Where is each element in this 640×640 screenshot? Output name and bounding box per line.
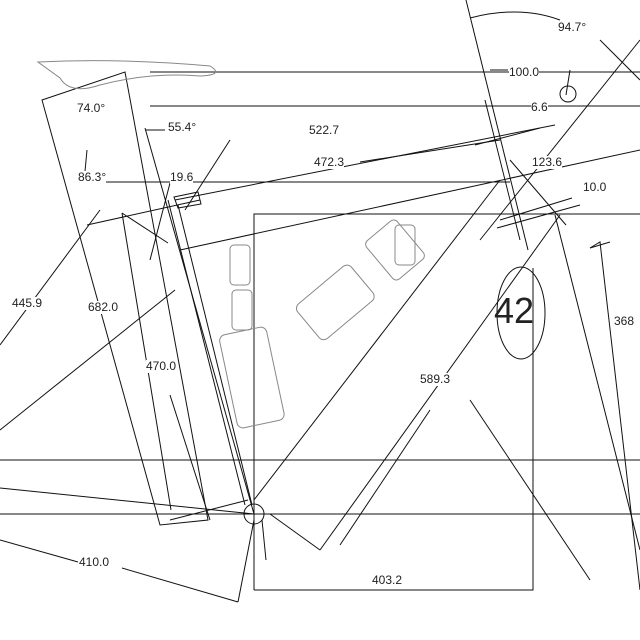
fork-length-label: 368 bbox=[614, 314, 635, 328]
seat-tube-length-label: 470.0 bbox=[146, 359, 177, 373]
top-tube-label: 472.3 bbox=[314, 155, 345, 169]
spacer-label: 6.6 bbox=[531, 100, 548, 114]
down-tube bbox=[253, 179, 501, 501]
saddle-outline bbox=[36, 60, 217, 90]
seat-height-label: 682.0 bbox=[88, 300, 119, 314]
down-tube-label: 589.3 bbox=[420, 372, 451, 386]
head-tube-axis bbox=[465, 0, 529, 251]
frame-size-label: 42 bbox=[494, 290, 535, 331]
seat-tube-angle-label: 86.3° bbox=[78, 170, 107, 184]
chainstay-label: 410.0 bbox=[79, 555, 110, 569]
offset-angle-label: 55.4° bbox=[168, 120, 197, 134]
seat-rectangle bbox=[41, 71, 209, 526]
reach-box bbox=[253, 213, 640, 590]
size-ellipse bbox=[496, 266, 546, 360]
bottle-outline bbox=[219, 326, 285, 429]
stem-length-label: 100.0 bbox=[509, 65, 540, 79]
top-tube-horizontal-label: 522.7 bbox=[309, 123, 340, 137]
top-tube bbox=[174, 124, 556, 201]
reach-label: 403.2 bbox=[372, 573, 403, 587]
accessory-outlines bbox=[36, 60, 425, 429]
head-tube-label: 123.6 bbox=[532, 155, 563, 169]
bottom-bracket-circle bbox=[243, 503, 265, 525]
seat-tube bbox=[144, 127, 255, 515]
seat-angle-label: 74.0° bbox=[77, 101, 106, 115]
head-angle-label: 94.7° bbox=[558, 20, 587, 34]
head-angle-arc bbox=[469, 11, 561, 21]
stem-clamp-circle bbox=[559, 85, 577, 103]
headset-label: 10.0 bbox=[583, 180, 607, 194]
fork-line bbox=[554, 214, 640, 551]
seat-offset-label: 19.6 bbox=[170, 170, 194, 184]
reach-diagonal-label: 445.9 bbox=[12, 296, 43, 310]
